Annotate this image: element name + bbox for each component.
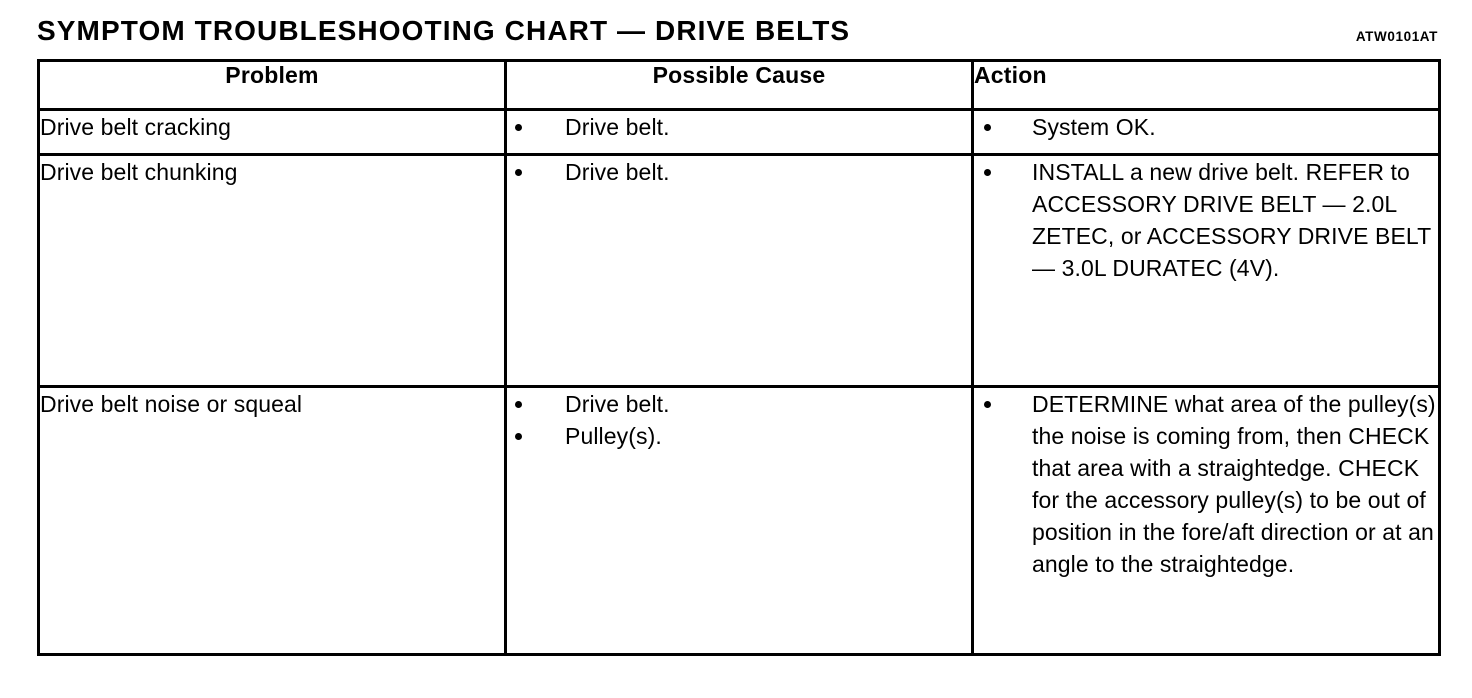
list-item-label: Drive belt. — [565, 391, 670, 417]
document-code: ATW0101AT — [1355, 29, 1438, 44]
table-row: Drive belt noise or squeal Drive belt. P… — [37, 385, 1441, 656]
cause-bullet-list: Drive belt. — [507, 111, 971, 143]
bullet-icon — [515, 124, 522, 131]
list-item-label: System OK. — [1032, 114, 1156, 140]
cell-possible-cause: Drive belt. — [504, 108, 974, 156]
list-item-label: Pulley(s). — [565, 423, 662, 449]
title-row: SYMPTOM TROUBLESHOOTING CHART — DRIVE BE… — [37, 14, 1438, 54]
list-item: INSTALL a new drive belt. REFER to ACCES… — [974, 156, 1438, 284]
action-bullet-list: INSTALL a new drive belt. REFER to ACCES… — [974, 156, 1438, 284]
bullet-icon — [515, 169, 522, 176]
column-header-action: Action — [971, 59, 1441, 111]
bullet-icon — [515, 401, 522, 408]
list-item: Drive belt. — [507, 388, 971, 420]
cause-bullet-list: Drive belt. — [507, 156, 971, 188]
list-item-label: INSTALL a new drive belt. REFER to ACCES… — [1032, 159, 1431, 281]
cell-action: System OK. — [971, 108, 1441, 156]
action-bullet-list: DETERMINE what area of the pulley(s) the… — [974, 388, 1438, 580]
table-row: Drive belt cracking Drive belt. System O… — [37, 108, 1441, 156]
cause-bullet-list: Drive belt. Pulley(s). — [507, 388, 971, 452]
list-item-label: DETERMINE what area of the pulley(s) the… — [1032, 391, 1436, 577]
column-header-problem: Problem — [37, 59, 507, 111]
cell-action: DETERMINE what area of the pulley(s) the… — [971, 385, 1441, 656]
list-item: System OK. — [974, 111, 1438, 143]
cell-action: INSTALL a new drive belt. REFER to ACCES… — [971, 153, 1441, 388]
cell-problem: Drive belt noise or squeal — [37, 385, 507, 656]
bullet-icon — [984, 124, 991, 131]
action-bullet-list: System OK. — [974, 111, 1438, 143]
symptom-troubleshooting-table: Problem Possible Cause Action Drive belt… — [37, 59, 1441, 656]
list-item: Pulley(s). — [507, 420, 971, 452]
cell-problem: Drive belt cracking — [37, 108, 507, 156]
list-item: DETERMINE what area of the pulley(s) the… — [974, 388, 1438, 580]
column-header-possible-cause: Possible Cause — [504, 59, 974, 111]
list-item-label: Drive belt. — [565, 159, 670, 185]
cell-problem: Drive belt chunking — [37, 153, 507, 388]
table-row: Drive belt chunking Drive belt. INSTALL … — [37, 153, 1441, 388]
list-item: Drive belt. — [507, 156, 971, 188]
list-item: Drive belt. — [507, 111, 971, 143]
cell-possible-cause: Drive belt. — [504, 153, 974, 388]
list-item-label: Drive belt. — [565, 114, 670, 140]
bullet-icon — [984, 169, 991, 176]
bullet-icon — [515, 433, 522, 440]
bullet-icon — [984, 401, 991, 408]
cell-possible-cause: Drive belt. Pulley(s). — [504, 385, 974, 656]
page-title: SYMPTOM TROUBLESHOOTING CHART — DRIVE BE… — [37, 15, 851, 46]
table-header-row: Problem Possible Cause Action — [37, 59, 1441, 111]
